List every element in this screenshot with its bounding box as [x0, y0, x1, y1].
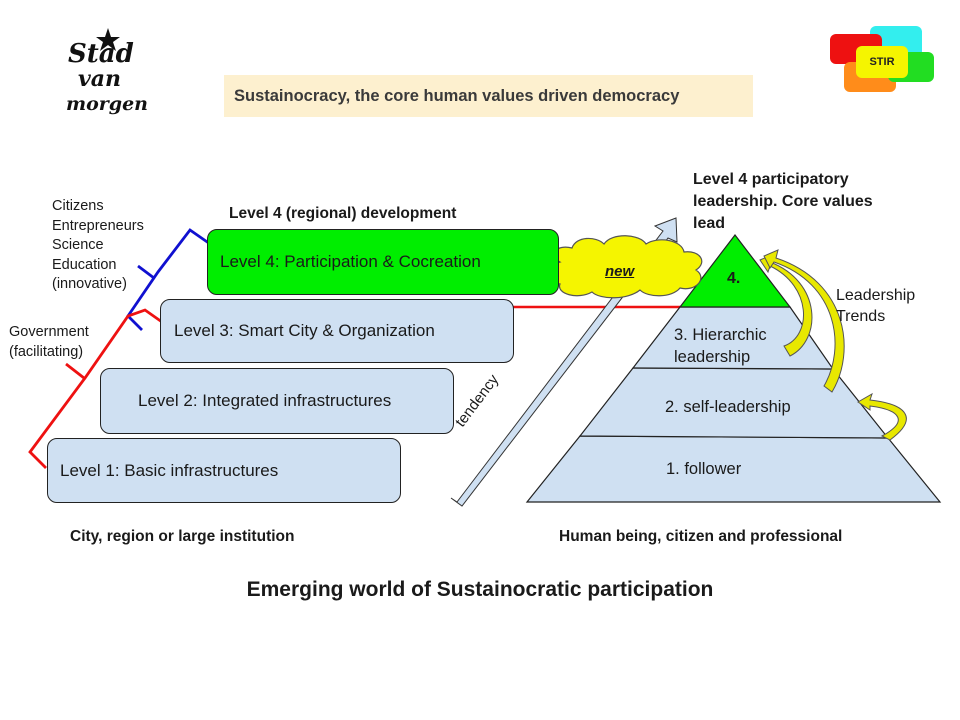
cloud-label: new: [605, 263, 635, 280]
trend-arrow-2-to-4: [763, 249, 845, 393]
right-heading-line-2: leadership. Core values: [693, 193, 873, 210]
stakeholder-government: Government: [9, 324, 89, 340]
stir-logo-label: STIR: [856, 46, 908, 78]
logo-line-1: Stad: [68, 39, 134, 69]
facilitating-line: [28, 308, 163, 469]
trends-label-line-2: Trends: [836, 308, 886, 325]
innovative-line: [126, 228, 214, 331]
stakeholder-citizens: Citizens: [52, 198, 104, 214]
facilitating-bracket: [65, 362, 85, 380]
pyramid-level-4: [678, 234, 792, 308]
right-heading-line-1: Level 4 participatory: [693, 171, 849, 188]
level-4-box: Level 4: Participation & Cocreation: [207, 229, 559, 295]
stakeholder-facilitating-note: (facilitating): [9, 343, 84, 360]
stakeholder-education: Education: [52, 256, 117, 273]
trend-arrow-3-to-4: [759, 253, 813, 357]
stakeholder-science: Science: [52, 237, 104, 253]
stakeholder-entrepreneurs: Entrepreneurs: [52, 217, 144, 234]
innovative-bracket: [137, 264, 155, 280]
right-caption: Human being, citizen and professional: [559, 528, 843, 545]
pyramid-level-4-label: 4.: [727, 270, 741, 287]
banner-title: Sustainocracy, the core human values dri…: [224, 75, 753, 117]
left-caption: City, region or large institution: [70, 528, 295, 545]
pyramid-level-3-label: 3. Hierarchic leadership: [674, 324, 767, 368]
pyramid-level-2-label: 2. self-leadership: [665, 398, 791, 416]
footer-title: Emerging world of Sustainocratic partici…: [246, 578, 714, 601]
pyramid-level-3-label-line-2: leadership: [674, 348, 751, 366]
cloud-shape: [547, 235, 703, 299]
pyramid-level-3-label-line-1: 3. Hierarchic: [674, 326, 767, 344]
facilitating-stakeholders: Government (facilitating): [9, 323, 89, 362]
logo-line-2: van: [78, 66, 121, 92]
level-1-box: Level 1: Basic infrastructures: [47, 438, 401, 503]
stad-van-morgen-logo: Stad van morgen: [60, 26, 150, 118]
logo-line-3: morgen: [66, 93, 148, 115]
stakeholder-innovative-note: (innovative): [52, 276, 127, 292]
stir-logo: STIR: [828, 26, 936, 94]
right-heading-line-3: lead: [693, 215, 726, 232]
star-icon: [96, 28, 120, 51]
innovative-stakeholders: Citizens Entrepreneurs Science Education…: [52, 197, 144, 295]
trend-arrow-1-to-2: [857, 392, 907, 441]
level-2-box: Level 2: Integrated infrastructures: [100, 368, 454, 434]
pyramid-level-1-label: 1. follower: [666, 460, 742, 478]
leadership-trends-label: Leadership Trends: [836, 285, 915, 327]
left-section-heading: Level 4 (regional) development: [229, 205, 457, 222]
right-section-heading: Level 4 participatory leadership. Core v…: [693, 169, 873, 235]
level-3-box: Level 3: Smart City & Organization: [160, 299, 514, 363]
trends-label-line-1: Leadership: [836, 287, 916, 304]
